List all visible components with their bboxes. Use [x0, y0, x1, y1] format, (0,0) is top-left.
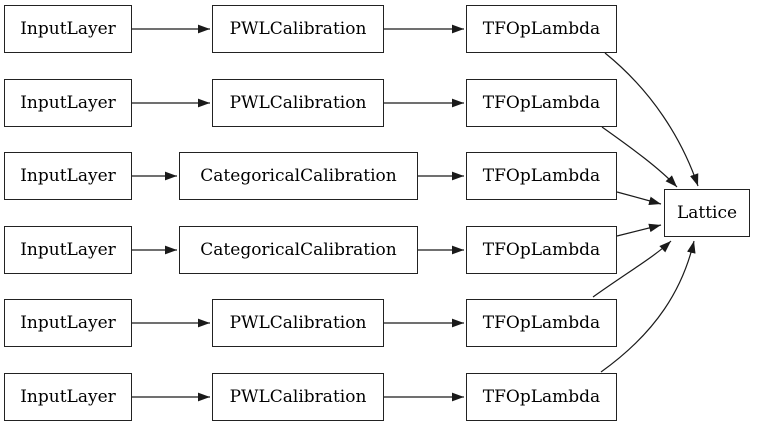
node-input-layer-5: InputLayer: [4, 299, 132, 347]
node-input-layer-3: InputLayer: [4, 152, 132, 200]
node-categorical-calibration-4: CategoricalCalibration: [179, 226, 418, 274]
node-pwl-calibration-2: PWLCalibration: [212, 79, 384, 127]
node-pwl-calibration-5: PWLCalibration: [212, 299, 384, 347]
node-pwl-calibration-1: PWLCalibration: [212, 5, 384, 53]
edge-lambda2-to-lattice: [601, 126, 678, 188]
node-tfop-lambda-5: TFOpLambda: [466, 299, 617, 347]
node-lattice: Lattice: [664, 189, 750, 237]
node-categorical-calibration-3: CategoricalCalibration: [179, 152, 418, 200]
node-tfop-lambda-4: TFOpLambda: [466, 226, 617, 274]
node-input-layer-4: InputLayer: [4, 226, 132, 274]
node-tfop-lambda-3: TFOpLambda: [466, 152, 617, 200]
node-tfop-lambda-1: TFOpLambda: [466, 5, 617, 53]
edge-lambda5-to-lattice: [592, 240, 672, 298]
edge-lambda6-to-lattice: [600, 240, 696, 373]
edge-lambda1-to-lattice: [604, 52, 699, 187]
node-input-layer-6: InputLayer: [4, 373, 132, 421]
node-input-layer-1: InputLayer: [4, 5, 132, 53]
edge-lambda3-to-lattice: [616, 191, 662, 206]
edge-lambda4-to-lattice: [616, 223, 662, 237]
node-tfop-lambda-6: TFOpLambda: [466, 373, 617, 421]
node-input-layer-2: InputLayer: [4, 79, 132, 127]
node-pwl-calibration-6: PWLCalibration: [212, 373, 384, 421]
node-tfop-lambda-2: TFOpLambda: [466, 79, 617, 127]
